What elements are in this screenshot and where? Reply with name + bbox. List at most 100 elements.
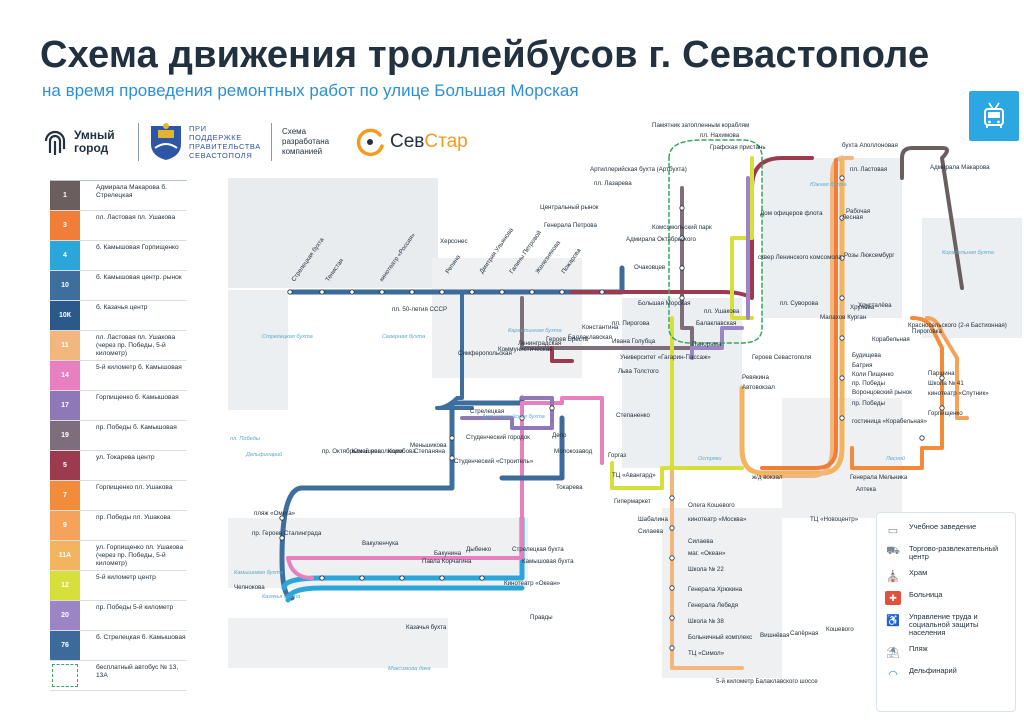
station-label: Стрелецкая бухта xyxy=(512,546,564,553)
station-label: Коммунистическая xyxy=(498,346,553,353)
poi-legend-row: ▭Учебное заведение xyxy=(885,523,1009,537)
stop-marker xyxy=(839,215,845,221)
station-label: пр. Октябрьской революции xyxy=(322,448,403,455)
station-label: Депо xyxy=(552,432,567,439)
station-label: Больничный комплекс xyxy=(688,634,753,641)
route-badge: 10К xyxy=(50,301,80,330)
stop-marker xyxy=(839,415,845,421)
station-label: Генерала Хрюкина xyxy=(688,586,743,593)
route-line xyxy=(760,158,838,470)
station-label: Олега Кошевого xyxy=(688,502,735,509)
route-description: 5-й километр б. Камышовая xyxy=(96,364,182,371)
map-canvas xyxy=(228,139,1022,678)
district-block xyxy=(662,508,782,678)
trolleybus-icon xyxy=(984,102,1004,128)
stop-marker xyxy=(449,455,455,461)
station-label: Степаняна xyxy=(414,448,446,455)
stop-marker xyxy=(479,575,485,581)
route-line xyxy=(670,156,854,670)
station-label: сквер Ленинского комсомола xyxy=(758,254,842,261)
station-label: Памятник затопленным кораблям xyxy=(652,122,750,129)
station-label: Льва Толстого xyxy=(618,368,659,375)
stop-marker xyxy=(939,405,945,411)
poi-legend: ▭Учебное заведение ⛟Торгово-развлекательн… xyxy=(876,512,1016,712)
station-label: Школа № 41 xyxy=(928,380,964,387)
stop-marker xyxy=(499,289,505,295)
poi-label: Управление труда и социальной защиты нас… xyxy=(909,612,979,637)
stop-marker xyxy=(839,175,845,181)
sevstar-logo: СевСтар xyxy=(354,126,468,158)
legend-route-row: 11 пл. Ластовая пл. Ушакова (через пр. По… xyxy=(50,331,187,361)
station-label: Студенческий «Строитель» xyxy=(454,458,534,465)
free-bus-route-line xyxy=(668,139,763,344)
station-label: Центральный рынок xyxy=(540,204,599,211)
route-description: пл. Ластовая пл. Ушакова (через пр. Побе… xyxy=(96,334,176,357)
stop-marker xyxy=(439,575,445,581)
station-label: Ивана Голубца xyxy=(612,338,656,345)
district-block xyxy=(228,618,448,668)
station-label: Очаковцев xyxy=(634,264,666,271)
route-line xyxy=(690,176,750,360)
route-line xyxy=(850,316,944,470)
station-label: Сапёрная xyxy=(790,630,819,637)
station-label: Челнокова xyxy=(234,584,265,591)
station-label: Константина xyxy=(582,324,619,331)
station-label: Горгаз xyxy=(608,452,627,459)
station-label: Рабочая xyxy=(846,208,871,215)
dolphin-icon: ◠ xyxy=(888,668,898,681)
station-label: пл. Ластовая xyxy=(850,166,888,173)
route-badge: 11 xyxy=(50,331,80,360)
station-label: Паршина xyxy=(928,370,955,377)
area-label: Северная бухта xyxy=(382,334,426,340)
stop-marker xyxy=(919,435,925,441)
route-description: бесплатный автобус № 13, 13А xyxy=(96,664,179,679)
area-label: Артиллерийская бухта xyxy=(482,414,545,420)
poi-legend-row: ⛟Торгово-развлекательный центр xyxy=(885,545,1009,561)
stop-marker xyxy=(519,415,525,421)
route-badge: 19 xyxy=(50,421,80,450)
trolleybus-icon-button[interactable] xyxy=(969,91,1019,141)
station-label: Школа № 22 xyxy=(688,566,724,573)
station-label: Баллаклавская xyxy=(568,334,612,341)
route-badge: 10 xyxy=(50,271,80,300)
route-line xyxy=(286,396,604,580)
station-label: Комсомольский парк xyxy=(652,224,712,231)
stop-marker xyxy=(679,235,685,241)
district-block xyxy=(432,258,582,378)
station-label: Гипермаркет xyxy=(614,498,651,505)
station-label: пр. Победы xyxy=(852,400,885,407)
route-badge: 5 xyxy=(50,451,80,480)
stop-marker xyxy=(379,289,385,295)
station-label: Графская пристань xyxy=(710,144,766,151)
station-label: 5-й километр Балаклавского шоссе xyxy=(716,678,818,685)
logo-bar: Умный город ПРИ ПОДДЕРЖКЕ ПРАВИТЕЛЬСТВА … xyxy=(42,120,468,164)
route-description: б. Камышовая Горпищенко xyxy=(96,244,179,251)
poi-label: Дельфинарий xyxy=(909,666,957,675)
route-description: ул. Токарева центр xyxy=(96,454,155,461)
logo-divider xyxy=(138,123,139,161)
area-label: пл. Победы xyxy=(230,436,260,442)
station-label: Кошевого xyxy=(826,626,854,633)
stop-marker xyxy=(449,435,455,441)
station-label: ТЦ «Авангард» xyxy=(612,472,656,479)
area-label: Максимова дача xyxy=(388,666,431,672)
stop-marker xyxy=(399,575,405,581)
station-label: Адмирала Макарова xyxy=(930,164,990,171)
area-label: Камышовая бухта xyxy=(234,570,283,576)
station-label: ж/д вокзал xyxy=(752,474,783,481)
district-block xyxy=(228,290,288,410)
station-label: Силаева xyxy=(688,538,714,545)
station-label: пл. Суворова xyxy=(780,300,819,307)
station-label: Кинотеатр «Океан» xyxy=(504,580,561,587)
stop-marker xyxy=(279,515,285,521)
stop-marker xyxy=(679,205,685,211)
station-label: Шабалина xyxy=(638,516,668,523)
route-line xyxy=(279,395,525,601)
